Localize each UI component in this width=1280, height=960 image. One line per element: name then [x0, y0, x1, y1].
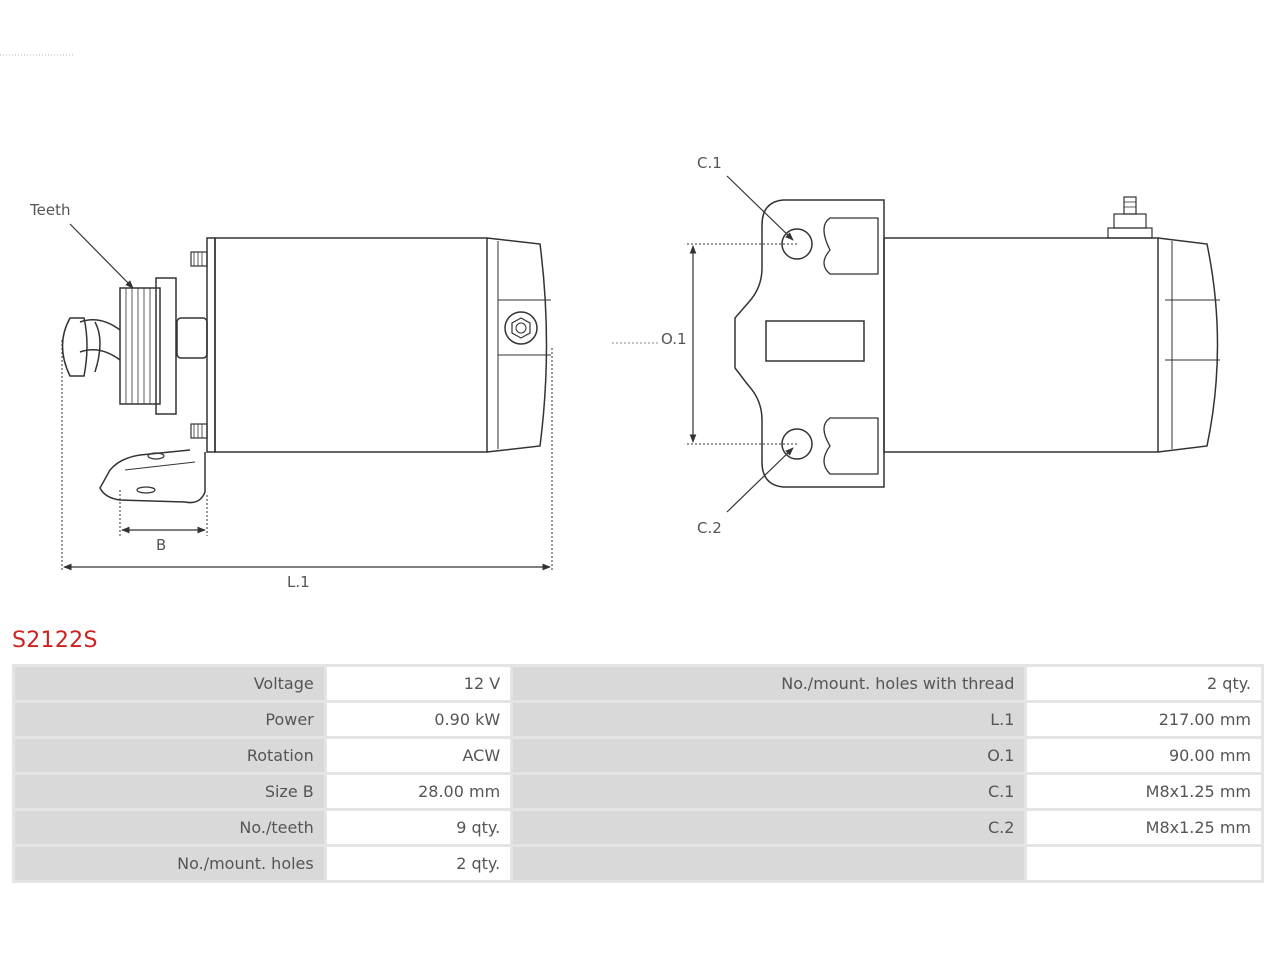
dim-o1-label: O.1 — [661, 330, 687, 348]
spec-value: 0.90 kW — [326, 703, 511, 736]
terminal-nut — [504, 311, 538, 345]
dim-l1-label: L.1 — [287, 573, 310, 591]
spec-label: Rotation — [15, 739, 324, 772]
spec-value: ACW — [326, 739, 511, 772]
spec-value: 28.00 mm — [326, 775, 511, 808]
flange-slot — [765, 320, 865, 362]
spec-label: L.1 — [513, 703, 1025, 736]
table-row: No./mount. holes 2 qty. — [15, 847, 1261, 880]
spec-value: 9 qty. — [326, 811, 511, 844]
motor-body-top — [883, 237, 1159, 453]
table-row: Voltage 12 V No./mount. holes with threa… — [15, 667, 1261, 700]
teeth-label: Teeth — [29, 201, 70, 219]
specs-table: Voltage 12 V No./mount. holes with threa… — [12, 664, 1264, 883]
spec-value: 2 qty. — [326, 847, 511, 880]
motor-body-side — [214, 237, 488, 453]
technical-drawing: Teeth B L.1 — [0, 54, 1220, 591]
top-view — [734, 196, 1220, 488]
spec-value: 90.00 mm — [1027, 739, 1261, 772]
spec-value: 12 V — [326, 667, 511, 700]
hole-c1 — [781, 228, 813, 260]
side-view — [61, 237, 551, 504]
spec-label — [513, 847, 1025, 880]
shaft-end — [61, 317, 88, 377]
spec-label: Voltage — [15, 667, 324, 700]
c1-label: C.1 — [697, 154, 722, 172]
spec-label: Power — [15, 703, 324, 736]
spec-value: 217.00 mm — [1027, 703, 1261, 736]
end-cap-side — [486, 237, 548, 453]
spec-label: O.1 — [513, 739, 1025, 772]
spec-label: C.1 — [513, 775, 1025, 808]
spec-value: M8x1.25 mm — [1027, 775, 1261, 808]
bracket — [99, 449, 206, 504]
table-row: Rotation ACW O.1 90.00 mm — [15, 739, 1261, 772]
spec-label: C.2 — [513, 811, 1025, 844]
c2-label: C.2 — [697, 519, 722, 537]
table-row: Power 0.90 kW L.1 217.00 mm — [15, 703, 1261, 736]
spec-value — [1027, 847, 1261, 880]
mounting-flange — [206, 237, 216, 453]
part-number-title: S2122S — [12, 628, 98, 653]
spec-label: No./mount. holes with thread — [513, 667, 1025, 700]
spec-value: M8x1.25 mm — [1027, 811, 1261, 844]
spec-label: Size B — [15, 775, 324, 808]
end-cap-top — [1157, 237, 1219, 453]
hole-c2 — [781, 428, 813, 460]
pinion-gear — [119, 287, 161, 405]
spec-label: No./mount. holes — [15, 847, 324, 880]
mounting-flange-top — [734, 199, 885, 488]
spec-value: 2 qty. — [1027, 667, 1261, 700]
table-row: No./teeth 9 qty. C.2 M8x1.25 mm — [15, 811, 1261, 844]
dim-b-label: B — [156, 536, 166, 554]
spec-label: No./teeth — [15, 811, 324, 844]
table-row: Size B 28.00 mm C.1 M8x1.25 mm — [15, 775, 1261, 808]
